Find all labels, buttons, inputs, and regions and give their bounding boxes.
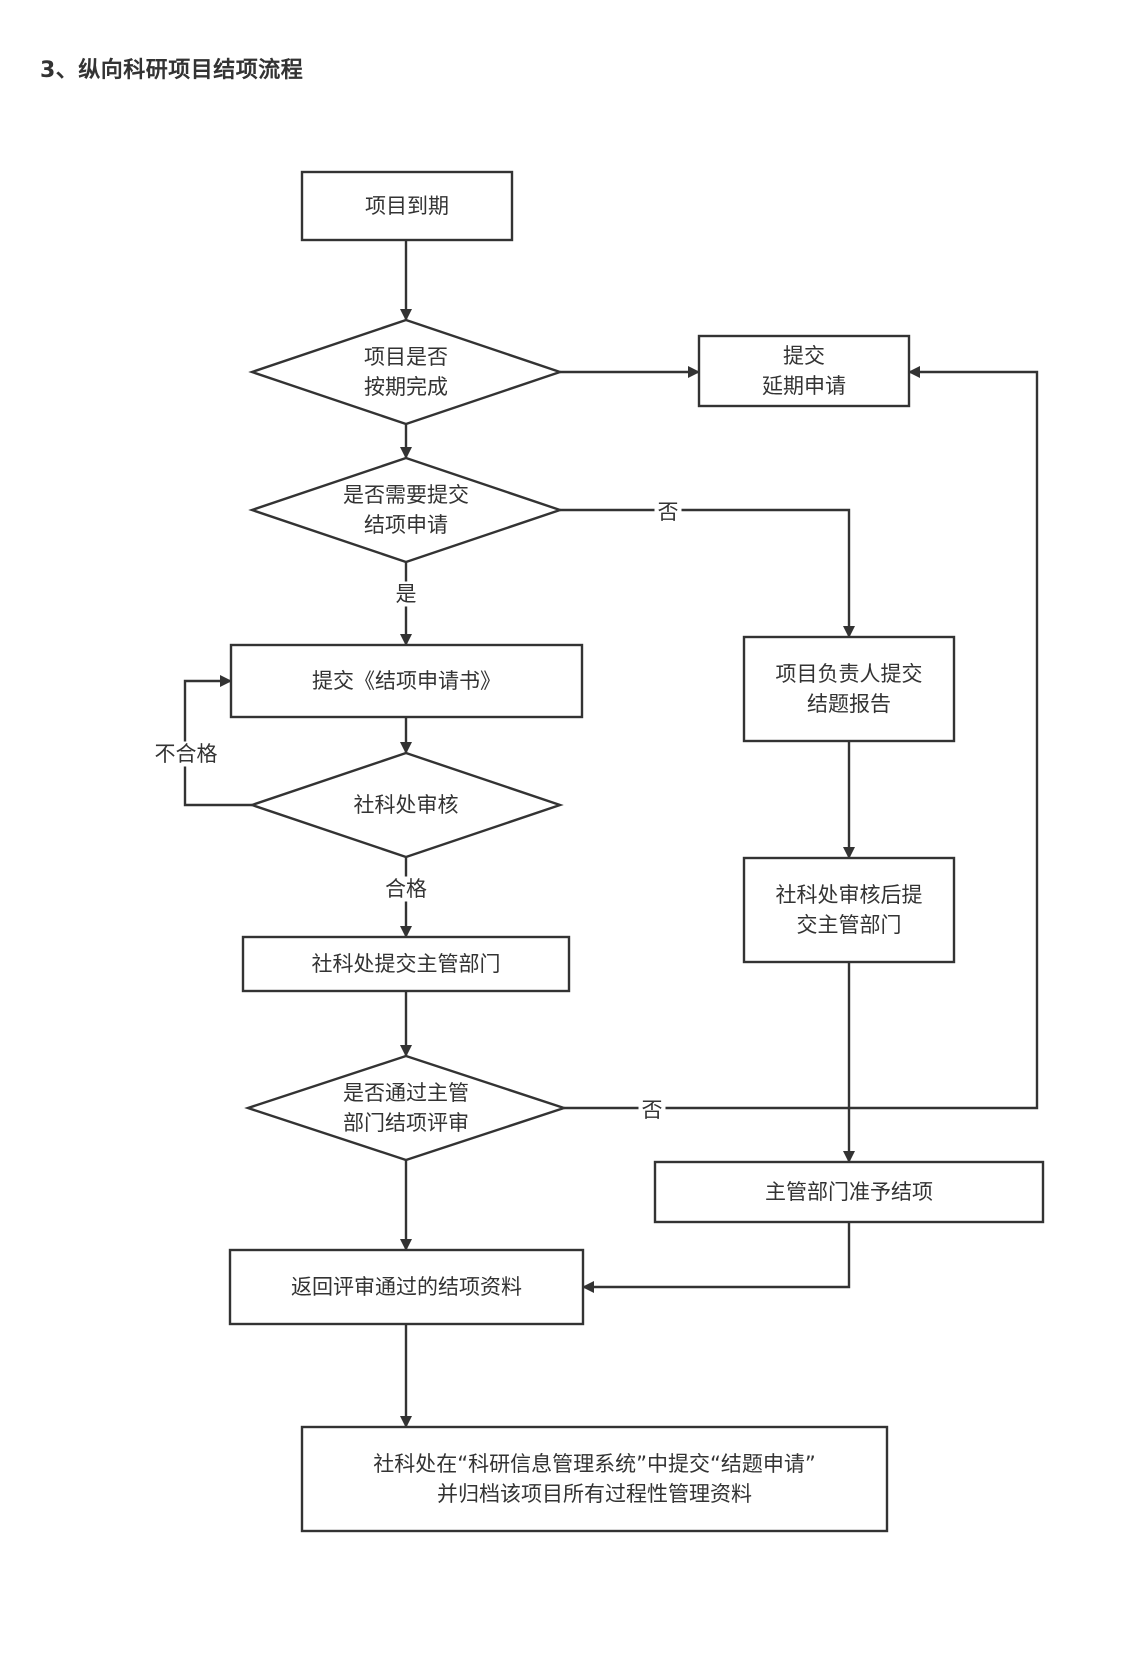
process-box xyxy=(697,334,911,408)
edge-need-submit-to-pi-report xyxy=(560,508,855,638)
node-submit-form: 提交《结项申请书》 xyxy=(229,643,584,719)
decision-diamond xyxy=(248,751,564,859)
node-label: 社科处审核后提 xyxy=(776,883,923,907)
node-label: 并归档该项目所有过程性管理资料 xyxy=(437,1482,752,1506)
node-label: 是否需要提交 xyxy=(343,483,469,507)
node-label: 按期完成 xyxy=(364,375,448,399)
node-review: 社科处审核 xyxy=(248,751,564,859)
page-title: 3、纵向科研项目结项流程 xyxy=(40,58,304,83)
edge-label-background xyxy=(392,581,420,607)
edge-label-background xyxy=(151,741,221,767)
node-label: 结项申请 xyxy=(364,513,448,537)
edge-label: 合格 xyxy=(385,877,427,901)
edge-label: 否 xyxy=(642,1098,663,1122)
decision-diamond xyxy=(244,1054,568,1162)
process-box xyxy=(229,643,584,719)
edge-label: 不合格 xyxy=(155,742,218,766)
node-return-docs: 返回评审通过的结项资料 xyxy=(228,1248,585,1326)
process-box xyxy=(742,635,956,743)
node-label: 项目到期 xyxy=(365,194,449,218)
process-box xyxy=(300,1425,889,1533)
node-label: 主管部门准予结项 xyxy=(765,1180,933,1204)
node-dept-grant: 主管部门准予结项 xyxy=(653,1160,1045,1224)
process-box xyxy=(241,935,571,993)
process-box xyxy=(653,1160,1045,1224)
node-label: 社科处审核 xyxy=(354,793,459,817)
node-expire: 项目到期 xyxy=(300,170,514,242)
node-label: 交主管部门 xyxy=(797,913,902,937)
node-label: 提交 xyxy=(783,344,825,368)
edge-dept-review-to-delay xyxy=(564,366,1039,1110)
node-label: 社科处提交主管部门 xyxy=(312,952,501,976)
node-label: 延期申请 xyxy=(762,374,846,398)
edge-label: 是 xyxy=(396,582,417,606)
process-box xyxy=(228,1248,585,1326)
node-label: 社科处在“科研信息管理系统”中提交“结题申请” xyxy=(373,1452,816,1476)
edge-label-background xyxy=(382,876,430,902)
node-label: 项目负责人提交 xyxy=(776,662,923,686)
node-label: 部门结项评审 xyxy=(343,1111,469,1135)
edge-dept-grant-to-return-docs xyxy=(582,1222,851,1293)
node-label: 返回评审通过的结项资料 xyxy=(291,1275,522,1299)
edge-label-background xyxy=(638,1097,666,1123)
decision-diamond xyxy=(248,456,564,564)
process-box xyxy=(300,170,514,242)
edge-label: 否 xyxy=(658,500,679,524)
node-office-submit: 社科处提交主管部门 xyxy=(241,935,571,993)
node-label: 是否通过主管 xyxy=(343,1081,469,1105)
decision-diamond xyxy=(248,318,564,426)
edge-label-background xyxy=(654,499,682,525)
node-label: 结题报告 xyxy=(807,692,891,716)
node-label: 项目是否 xyxy=(364,345,448,369)
node-label: 提交《结项申请书》 xyxy=(312,669,501,693)
process-box xyxy=(742,856,956,964)
node-archive: 社科处在“科研信息管理系统”中提交“结题申请” 并归档该项目所有过程性管理资料 xyxy=(300,1425,889,1533)
